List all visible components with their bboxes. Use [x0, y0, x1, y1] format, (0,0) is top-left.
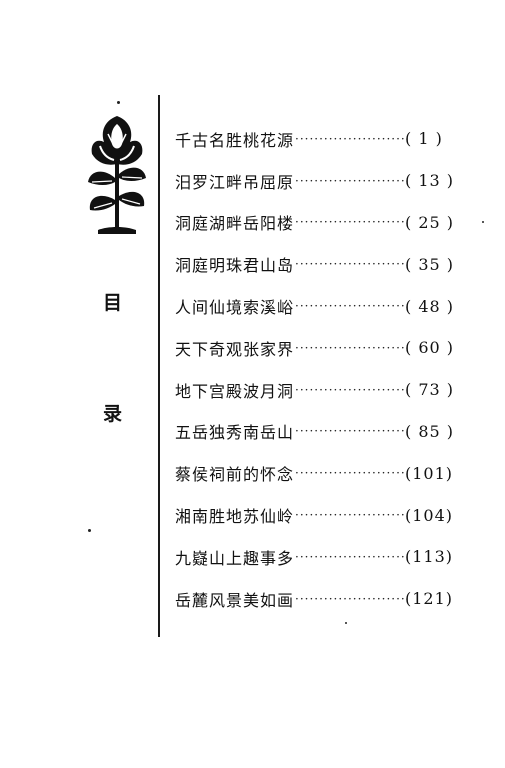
print-speck — [482, 221, 484, 223]
toc-entry-page: ( 48 ) — [405, 296, 455, 316]
vertical-divider — [158, 95, 160, 637]
toc-entry[interactable]: 人间仙境索溪峪 ·························· ( 48 … — [175, 285, 475, 327]
dot-leader: ·························· — [295, 591, 405, 606]
print-speck — [345, 622, 347, 624]
toc-entry[interactable]: 湘南胜地苏仙岭 ·························· (104) — [175, 494, 475, 536]
dot-leader: ·························· — [295, 257, 405, 272]
print-speck — [117, 101, 120, 104]
toc-entry[interactable]: 天下奇观张家界 ·························· ( 60 … — [175, 327, 475, 369]
toc-entry[interactable]: 九嶷山上趣事多 ·························· (113) — [175, 536, 475, 578]
toc-entry-page: (113) — [405, 547, 454, 567]
dot-leader: ·························· — [295, 215, 405, 230]
print-speck — [88, 529, 91, 532]
toc-entry-title: 九嶷山上趣事多 — [175, 548, 295, 568]
toc-entry-page: ( 85 ) — [405, 421, 455, 441]
contents-title-char-2: 录 — [103, 403, 123, 425]
dot-leader: ·························· — [295, 131, 405, 146]
flower-woodcut-icon — [88, 116, 146, 234]
toc-entry-title: 千古名胜桃花源 — [175, 130, 295, 150]
toc-entry[interactable]: 岳麓风景美如画 ·························· (121) — [175, 578, 475, 620]
toc-entry-title: 人间仙境索溪峪 — [175, 298, 295, 318]
toc-entry-title: 洞庭湖畔岳阳楼 — [175, 214, 295, 234]
toc-entry[interactable]: 蔡侯祠前的怀念 ·························· (101) — [175, 452, 475, 494]
toc-entry-title: 岳麓风景美如画 — [175, 590, 295, 610]
table-of-contents: 千古名胜桃花源 ·························· ( 1 )… — [175, 118, 475, 620]
toc-entry-page: ( 13 ) — [405, 171, 455, 191]
toc-entry[interactable]: 千古名胜桃花源 ·························· ( 1 ) — [175, 118, 475, 160]
dot-leader: ·························· — [295, 508, 405, 523]
dot-leader: ·························· — [295, 549, 405, 564]
toc-entry-title: 湘南胜地苏仙岭 — [175, 507, 295, 527]
toc-entry-title: 五岳独秀南岳山 — [175, 423, 295, 443]
toc-entry[interactable]: 汨罗江畔吊屈原 ·························· ( 13 … — [175, 160, 475, 202]
toc-entry-page: ( 60 ) — [405, 338, 455, 358]
toc-entry[interactable]: 五岳独秀南岳山 ·························· ( 85 … — [175, 411, 475, 453]
dot-leader: ·························· — [295, 299, 405, 314]
toc-entry-page: ( 1 ) — [405, 129, 443, 149]
dot-leader: ·························· — [295, 173, 405, 188]
contents-title-char-1: 目 — [103, 292, 123, 314]
toc-entry-page: (104) — [405, 505, 454, 525]
toc-entry-page: (101) — [405, 463, 454, 483]
toc-entry-title: 蔡侯祠前的怀念 — [175, 465, 295, 485]
toc-entry[interactable]: 地下宫殿波月洞 ·························· ( 73 … — [175, 369, 475, 411]
toc-entry-page: ( 35 ) — [405, 254, 455, 274]
dot-leader: ·························· — [295, 424, 405, 439]
dot-leader: ·························· — [295, 340, 405, 355]
toc-entry-page: ( 73 ) — [405, 380, 455, 400]
toc-entry-page: ( 25 ) — [405, 212, 455, 232]
toc-entry-title: 洞庭明珠君山岛 — [175, 256, 295, 276]
dot-leader: ·························· — [295, 466, 405, 481]
toc-entry-page: (121) — [405, 589, 454, 609]
toc-entry-title: 地下宫殿波月洞 — [175, 381, 295, 401]
toc-entry-title: 天下奇观张家界 — [175, 339, 295, 359]
toc-entry-title: 汨罗江畔吊屈原 — [175, 172, 295, 192]
toc-entry[interactable]: 洞庭湖畔岳阳楼 ·························· ( 25 … — [175, 202, 475, 244]
toc-entry[interactable]: 洞庭明珠君山岛 ·························· ( 35 … — [175, 243, 475, 285]
dot-leader: ·························· — [295, 382, 405, 397]
